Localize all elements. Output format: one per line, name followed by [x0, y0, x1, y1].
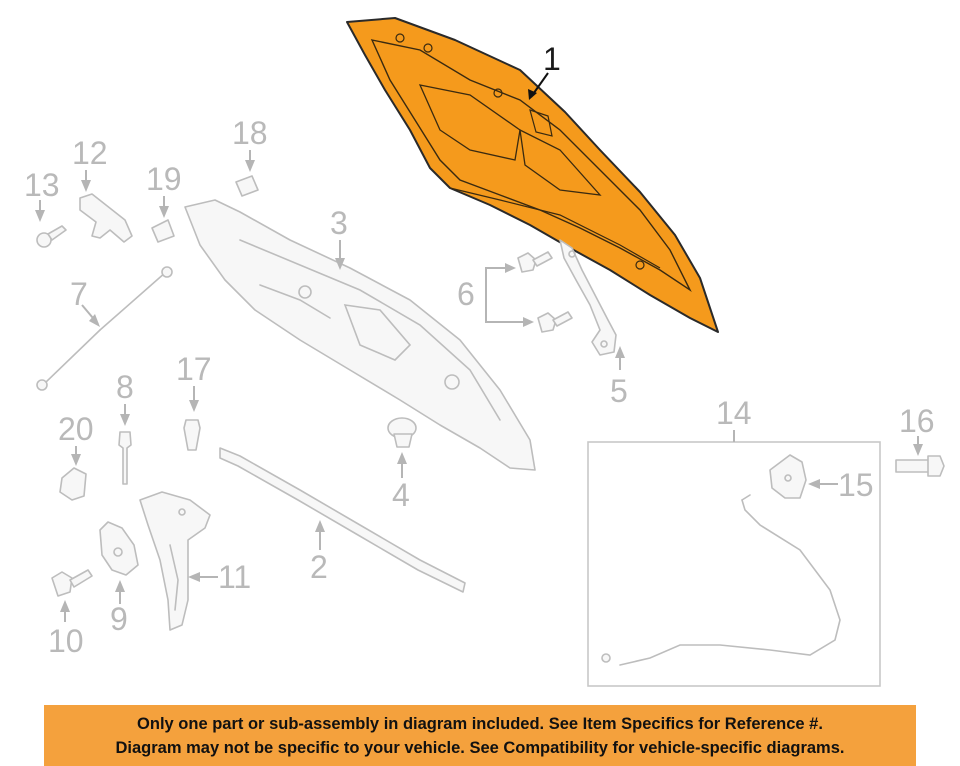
callout-4: 4 — [392, 477, 410, 513]
hood-part[interactable] — [346, 17, 719, 333]
callout-19: 19 — [146, 161, 182, 197]
callout-14: 14 — [716, 395, 752, 431]
arrowhead-20 — [71, 454, 81, 466]
callout-9: 9 — [110, 601, 128, 637]
arrowhead-15 — [808, 479, 820, 489]
arrowhead-17 — [189, 400, 199, 412]
leader-6 — [485, 267, 530, 323]
support-bracket-part[interactable] — [139, 491, 211, 631]
weatherstrip-part[interactable] — [219, 447, 466, 593]
hinge-part[interactable] — [559, 239, 617, 356]
arrowhead-6b — [523, 317, 534, 327]
arrowhead-4 — [397, 452, 407, 464]
callout-13: 13 — [24, 167, 60, 203]
bolt-16-part[interactable] — [895, 455, 945, 477]
bolt-10-part[interactable] — [51, 569, 93, 597]
release-cable-part[interactable] — [587, 441, 881, 687]
push-pin-part[interactable] — [183, 419, 201, 451]
arrowhead-10 — [60, 600, 70, 612]
bumper-stop-19-part[interactable] — [151, 219, 175, 243]
callout-11: 11 — [218, 559, 251, 595]
callout-10: 10 — [48, 623, 84, 659]
arrowhead-12 — [81, 180, 91, 192]
callout-12: 12 — [72, 135, 108, 171]
callout-16: 16 — [899, 403, 935, 439]
arrowhead-5 — [615, 346, 625, 358]
arrowhead-19 — [159, 206, 169, 218]
arrowhead-11 — [188, 572, 200, 582]
arrowhead-2 — [315, 520, 325, 532]
arrowhead-3 — [335, 258, 345, 270]
cable-group-box — [587, 441, 881, 687]
pin-part[interactable] — [118, 431, 132, 485]
callout-18: 18 — [232, 115, 268, 151]
disclaimer-banner: Only one part or sub-assembly in diagram… — [44, 705, 916, 766]
lift-support-part[interactable] — [36, 266, 173, 391]
bumper-stop-18-part[interactable] — [235, 175, 259, 197]
callout-6: 6 — [457, 276, 475, 312]
callout-7: 7 — [70, 276, 88, 312]
callout-2: 2 — [310, 549, 328, 585]
hinge-bolts-part[interactable] — [517, 251, 573, 333]
arrowhead-16 — [913, 444, 923, 456]
callout-8: 8 — [116, 369, 134, 405]
arrowhead-6a — [505, 263, 516, 273]
screw-13-part[interactable] — [36, 225, 67, 248]
arrowhead-1 — [528, 89, 537, 100]
arrowhead-13 — [35, 210, 45, 222]
arrowhead-9 — [115, 580, 125, 592]
callout-17: 17 — [176, 351, 212, 387]
callout-5: 5 — [610, 373, 628, 409]
disclaimer-line-2: Diagram may not be specific to your vehi… — [115, 738, 845, 757]
latch-part[interactable] — [99, 521, 139, 576]
callout-20: 20 — [58, 411, 94, 447]
disclaimer-line-1: Only one part or sub-assembly in diagram… — [137, 714, 823, 733]
callout-15: 15 — [838, 467, 874, 503]
callout-3: 3 — [330, 205, 348, 241]
release-handle-part[interactable] — [79, 193, 133, 243]
bumper-part[interactable] — [387, 417, 417, 448]
arrowhead-18 — [245, 160, 255, 172]
cable-bracket-part[interactable] — [769, 454, 807, 499]
callout-1: 1 — [543, 41, 561, 77]
arrowhead-7 — [89, 314, 100, 327]
insulator-part[interactable] — [184, 199, 536, 471]
arrowhead-8 — [120, 414, 130, 426]
clip-part[interactable] — [59, 467, 87, 501]
